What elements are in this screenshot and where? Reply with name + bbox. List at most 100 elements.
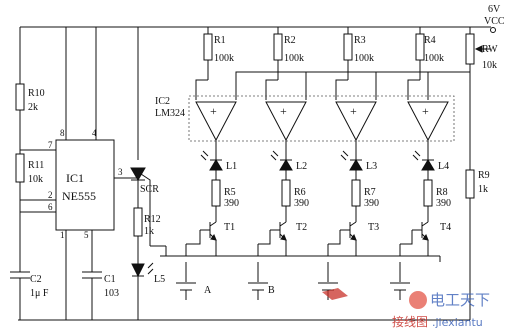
ic1-pin-3: 3 xyxy=(118,167,123,177)
r10-value: 2k xyxy=(28,102,38,113)
ic1-bottom-pins xyxy=(65,230,93,320)
opamp-4: + xyxy=(407,101,449,142)
r12-value: 1k xyxy=(144,226,154,237)
sensor-b: B xyxy=(248,262,275,300)
rw-value: 10k xyxy=(482,60,497,71)
scr-thyristor: SCR xyxy=(130,27,166,247)
supply-voltage: 6V xyxy=(488,4,501,15)
r7-value: 390 xyxy=(364,198,379,209)
t4-base-wire xyxy=(399,230,413,256)
r4-value: 100k xyxy=(424,53,444,64)
r8-value: 390 xyxy=(436,198,451,209)
reference-bus xyxy=(235,71,470,100)
l1-ref: L1 xyxy=(226,161,237,172)
r7-ref: R7 xyxy=(364,187,376,198)
svg-text:+: + xyxy=(350,104,357,118)
capacitor-c1: C1 103 xyxy=(82,271,119,320)
inverting-input-wires xyxy=(195,79,420,100)
opamp-2: + xyxy=(265,101,307,142)
led-resistor-leads xyxy=(215,176,429,222)
sensor-d xyxy=(390,262,410,300)
opamp-1: + xyxy=(195,101,237,142)
r3-value: 100k xyxy=(354,53,374,64)
sensor-a-label: A xyxy=(204,285,212,296)
r11-value: 10k xyxy=(28,174,43,185)
transistor-t3: T3 xyxy=(340,221,379,256)
r11-to-pins xyxy=(19,150,56,272)
svg-text:+: + xyxy=(422,104,429,118)
scr-ref: SCR xyxy=(140,184,159,195)
r11-ref: R11 xyxy=(28,160,44,171)
svg-text:+: + xyxy=(210,104,217,118)
r1-value: 100k xyxy=(214,53,234,64)
ic2-ref: IC2 xyxy=(155,96,170,107)
resistor-r3: R3 100k xyxy=(343,33,374,64)
c1-value: 103 xyxy=(104,288,119,299)
opamp-3: + xyxy=(335,101,377,142)
sensor-b-label: B xyxy=(268,285,275,296)
r2-value: 100k xyxy=(284,53,304,64)
transistor-t2: T2 xyxy=(270,221,307,256)
watermark-logo xyxy=(409,291,427,309)
t2-ref: T2 xyxy=(296,222,307,233)
vcc-terminal: 6V VCC xyxy=(484,4,505,33)
rw-ref: RW xyxy=(482,44,498,55)
watermark-cn: 电工天下 xyxy=(430,291,490,309)
l3-ref: L3 xyxy=(366,161,377,172)
c1-ref: C1 xyxy=(104,274,116,285)
watermark-cn2: 接线图 xyxy=(392,314,428,329)
r10-ref: R10 xyxy=(28,88,45,99)
scr-gate-bus xyxy=(165,246,186,257)
led-l5: L5 xyxy=(131,262,165,320)
resistor-r6: R6 390 xyxy=(281,179,309,209)
l5-ref: L5 xyxy=(154,274,165,285)
ic1-vcc-pins xyxy=(65,27,97,140)
resistor-r2: R2 100k xyxy=(273,33,304,64)
t3-ref: T3 xyxy=(368,222,379,233)
svg-text:+: + xyxy=(280,104,287,118)
ic2-label: IC2 LM324 xyxy=(155,96,185,119)
ic2-part: LM324 xyxy=(155,108,185,119)
resistor-r11: R11 10k xyxy=(15,153,44,185)
vcc-node xyxy=(490,27,496,33)
watermark-red-mark xyxy=(322,288,348,300)
resistor-r10: R10 2k xyxy=(15,83,45,113)
l4-ref: L4 xyxy=(438,161,449,172)
resistor-r7: R7 390 xyxy=(351,179,379,209)
resistor-r9: R9 1k xyxy=(465,169,490,199)
r6-ref: R6 xyxy=(294,187,306,198)
rw-potentiometer: RW 10k xyxy=(428,33,498,73)
ic1-pin-4: 4 xyxy=(92,128,97,138)
r6-value: 390 xyxy=(294,198,309,209)
sensor-c xyxy=(318,262,348,300)
led-l1: L1 xyxy=(200,150,237,176)
r9-value: 1k xyxy=(478,184,488,195)
transistor-t1: T1 xyxy=(200,221,235,256)
ic1-pin-1: 1 xyxy=(60,230,65,240)
left-vcc-wire xyxy=(19,26,208,84)
l2-ref: L2 xyxy=(296,161,307,172)
capacitor-c2: C2 1μ F xyxy=(10,271,49,320)
ic1-pin-5: 5 xyxy=(84,230,89,240)
t2-base-wire xyxy=(257,230,271,256)
transistor-t4: T4 xyxy=(412,221,451,256)
ic1-pin-6: 6 xyxy=(48,202,53,212)
t4-ref: T4 xyxy=(440,222,451,233)
ic1-pin-8: 8 xyxy=(60,128,65,138)
resistor-r5: R5 390 xyxy=(211,179,239,209)
resistor-r1: R1 100k xyxy=(203,33,234,64)
r-top-leads xyxy=(207,60,421,80)
ic1-pin-2: 2 xyxy=(48,190,53,200)
watermark-url: .jiexiantu xyxy=(432,316,483,329)
led-l2: L2 xyxy=(270,150,307,176)
sensor-a: A xyxy=(176,262,212,300)
r12-ref: R12 xyxy=(144,214,161,225)
resistor-r4: R4 100k xyxy=(415,33,444,64)
supply-name: VCC xyxy=(484,16,505,27)
r9-ref: R9 xyxy=(478,170,490,181)
t1-base-wire xyxy=(185,230,201,256)
ic1-ne555: IC1 NE555 1 2 3 4 5 6 7 8 xyxy=(48,128,123,240)
opamp-outputs xyxy=(215,140,429,152)
